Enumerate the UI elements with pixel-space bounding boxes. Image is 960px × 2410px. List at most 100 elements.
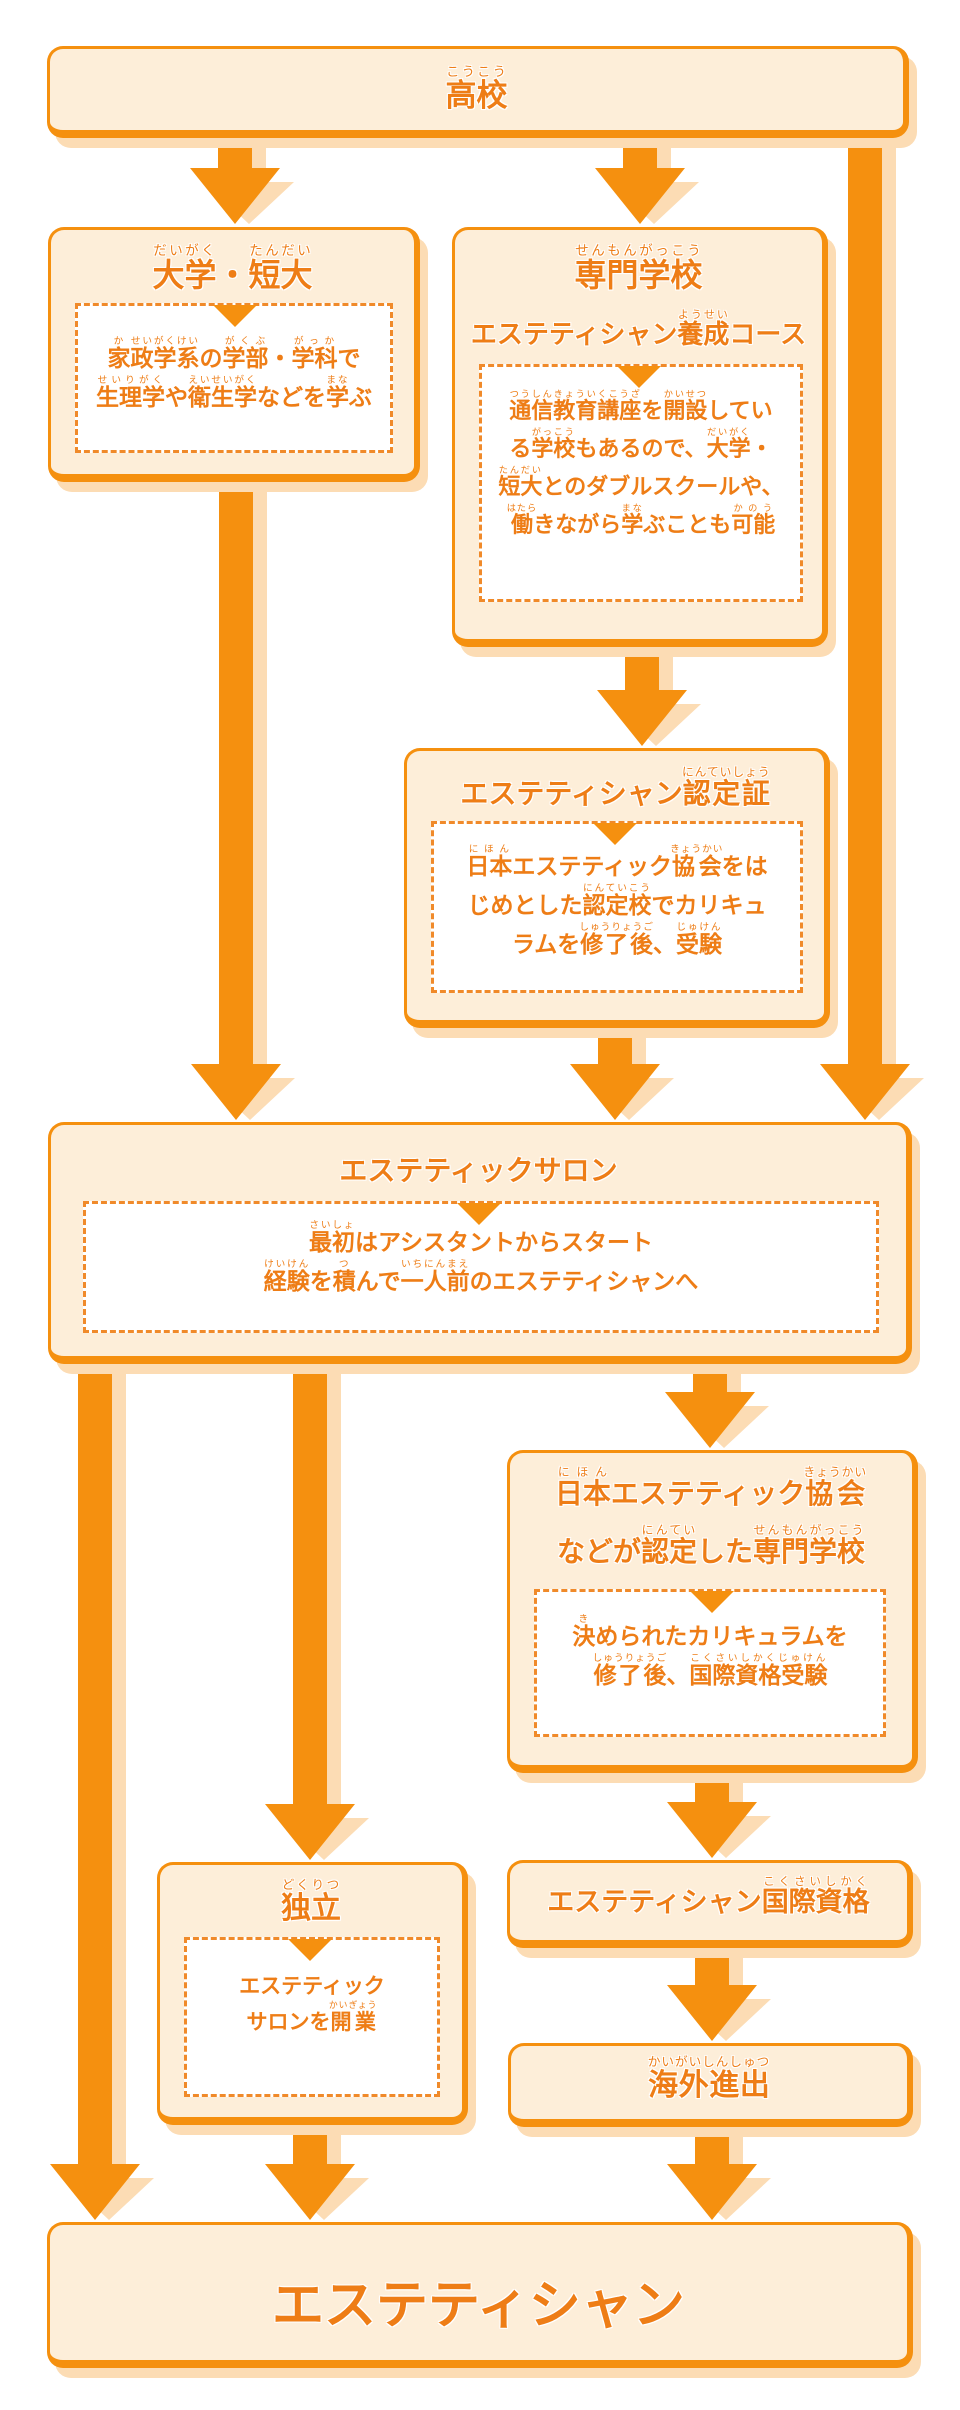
text-segment: エステティシャン	[547, 1887, 762, 1918]
arrow-down-icon	[190, 168, 280, 224]
text-line: 働はたらきながら学まなぶことも可能かのう	[482, 503, 800, 537]
ruby-word: 学部がくぶ	[222, 336, 269, 372]
ruby-word: 学科がっか	[291, 336, 338, 372]
node-title: エステティシャン	[50, 2263, 907, 2338]
text-segment: で	[337, 346, 361, 372]
node-title: エステティックサロン	[51, 1149, 906, 1189]
ruby-word: 家か	[107, 336, 131, 372]
node-title: 専門学校せんもんがっこう	[455, 244, 822, 296]
text-segment: ぶことも	[643, 513, 732, 538]
ruby-word: 学校がっこう	[531, 427, 576, 462]
node-detail: 家か政学系せいがくけいの学部がくぶ・学科がっかで生理学せいりがくや衛生学えいせい…	[75, 303, 393, 453]
text-line: エステティック	[187, 1976, 437, 1997]
ruby-word: 通信教育講座つうしんきょういくこうざ	[509, 389, 642, 424]
text-line: る学校がっこうもあるので、大学だいがく・	[482, 427, 800, 461]
text-segment: などを	[257, 385, 326, 411]
node-high-school: 高校こうこう	[47, 46, 909, 138]
arrow-down-icon	[597, 690, 687, 746]
down-triangle-icon	[288, 1939, 332, 1961]
ruby-word: 決き	[572, 1614, 596, 1650]
ruby-word: 一人前いちにんまえ	[400, 1259, 470, 1295]
arrow-down-icon	[265, 2164, 355, 2220]
down-triangle-icon	[213, 305, 257, 327]
ruby-word: 高校こうこう	[445, 65, 508, 114]
ruby-word: 協会きょうかい	[803, 1465, 868, 1510]
text-segment: 、	[653, 932, 677, 958]
text-segment: エステティックサロン	[339, 1154, 618, 1187]
down-triangle-icon	[690, 1591, 734, 1613]
text-line: サロンを開業かいぎょう	[187, 2001, 437, 2033]
node-independent: 独立どくりつ エステティックサロンを開業かいぎょう	[157, 1862, 468, 2125]
down-triangle-icon	[617, 366, 661, 388]
ruby-word: 経験けいけん	[263, 1259, 310, 1295]
down-triangle-icon	[457, 1203, 501, 1225]
text-segment: エステティシャン	[470, 320, 678, 350]
node-university: 大学だいがく・短大たんだい 家か政学系せいがくけいの学部がくぶ・学科がっかで生理…	[48, 227, 420, 482]
text-line: 経験けいけんを積つんで一人前いちにんまえのエステティシャンへ	[86, 1259, 876, 1294]
arrow-down-icon	[570, 1064, 660, 1120]
arrow-down-icon	[50, 2164, 140, 2220]
ruby-word: 修了後しゅうりょうご	[592, 1653, 668, 1689]
node-title: エステティシャン認定証にんていしょう	[407, 765, 824, 812]
node-vocational-school: 専門学校せんもんがっこう エステティシャン養成ようせいコース 通信教育講座つうし…	[452, 227, 828, 647]
text-segment: ・	[268, 346, 292, 372]
ruby-word: 国際資格受験こくさいしかくじゅけん	[689, 1653, 828, 1689]
text-line: 修了後しゅうりょうご、国際資格受験こくさいしかくじゅけん	[537, 1653, 883, 1688]
node-title: 大学だいがく・短大たんだい	[51, 244, 414, 296]
node-detail-text: 決きめられたカリキュラムを修了後しゅうりょうご、国際資格受験こくさいしかくじゅけ…	[537, 1614, 883, 1692]
node-overseas-expansion: 海外進出かいがいしんしゅつ	[508, 2043, 913, 2127]
node-association-certified-school: 日本にほんエステティック協会きょうかい などが認定にんていした専門学校せんもんが…	[507, 1450, 918, 1773]
ruby-word: 可能かのう	[731, 503, 776, 538]
node-title: エステティシャン国際資格こくさいしかく	[510, 1874, 907, 1919]
ruby-word: 受験じゅけん	[676, 922, 723, 958]
ruby-word: 国際資格こくさいしかく	[761, 1874, 870, 1918]
ruby-word: 独立どくりつ	[281, 1877, 341, 1926]
ruby-word: 積つ	[332, 1259, 356, 1295]
text-segment: る	[509, 437, 532, 462]
text-segment: をは	[721, 854, 768, 880]
text-segment: もあるので、	[575, 437, 707, 462]
text-segment: ・	[216, 256, 249, 294]
text-segment: きながら	[533, 513, 622, 538]
text-line: じめとした認定校にんていこうでカリキュ	[434, 883, 800, 918]
node-detail: 通信教育講座つうしんきょういくこうざを開設かいせつしている学校がっこうもあるので…	[479, 364, 803, 602]
text-line: 生理学せいりがくや衛生学えいせいがくなどを学まなぶ	[78, 375, 390, 410]
ruby-word: 大学だいがく	[706, 427, 751, 462]
arrow-shaft	[219, 475, 253, 1065]
node-certificate: エステティシャン認定証にんていしょう 日本にほんエステティック協会きょうかいをは…	[404, 748, 830, 1028]
arrow-down-icon	[191, 1064, 281, 1120]
text-line: 家か政学系せいがくけいの学部がくぶ・学科がっかで	[78, 336, 390, 371]
text-line: 決きめられたカリキュラムを	[537, 1614, 883, 1649]
ruby-word: 最初さいしょ	[308, 1220, 355, 1256]
ruby-word: 衛生学えいせいがく	[188, 375, 257, 411]
ruby-word: 学まな	[326, 375, 349, 411]
ruby-word: 日本にほん	[466, 844, 513, 880]
arrow-down-icon	[820, 1064, 910, 1120]
arrow-down-icon	[265, 1804, 355, 1860]
node-title: 高校こうこう	[50, 65, 903, 115]
node-detail-text: 家か政学系せいがくけいの学部がくぶ・学科がっかで生理学せいりがくや衛生学えいせい…	[78, 336, 390, 414]
text-segment: エステティック	[239, 1974, 385, 1998]
text-line: 通信教育講座つうしんきょういくこうざを開設かいせつしてい	[482, 389, 800, 423]
text-segment: とのダブルスクールや、	[542, 475, 784, 500]
text-segment: ぶ	[349, 385, 372, 411]
text-segment: した	[697, 1535, 754, 1568]
node-detail-text: 最初さいしょはアシスタントからスタート経験けいけんを積つんで一人前いちにんまえの…	[86, 1220, 876, 1298]
node-detail: エステティックサロンを開業かいぎょう	[184, 1937, 440, 2097]
arrow-shaft	[78, 1355, 112, 2165]
node-detail-text: 日本にほんエステティック協会きょうかいをはじめとした認定校にんていこうでカリキュ…	[434, 844, 800, 961]
node-title: 独立どくりつ	[160, 1877, 462, 1927]
text-segment: などが	[556, 1535, 641, 1568]
node-title: 日本にほんエステティック協会きょうかい	[510, 1465, 912, 1512]
ruby-word: 認定校にんていこう	[582, 883, 652, 919]
text-segment: ・	[750, 437, 773, 462]
node-detail-text: 通信教育講座つうしんきょういくこうざを開設かいせつしている学校がっこうもあるので…	[482, 389, 800, 541]
text-segment: じめとした	[467, 893, 583, 919]
text-line: ラムを修了後しゅうりょうご、受験じゅけん	[434, 922, 800, 957]
ruby-word: 政学系せいがくけい	[130, 336, 200, 372]
text-line: 最初さいしょはアシスタントからスタート	[86, 1220, 876, 1255]
arrow-down-icon	[667, 2164, 757, 2220]
arrow-down-icon	[665, 1392, 755, 1448]
ruby-word: 認定にんてい	[640, 1523, 697, 1568]
